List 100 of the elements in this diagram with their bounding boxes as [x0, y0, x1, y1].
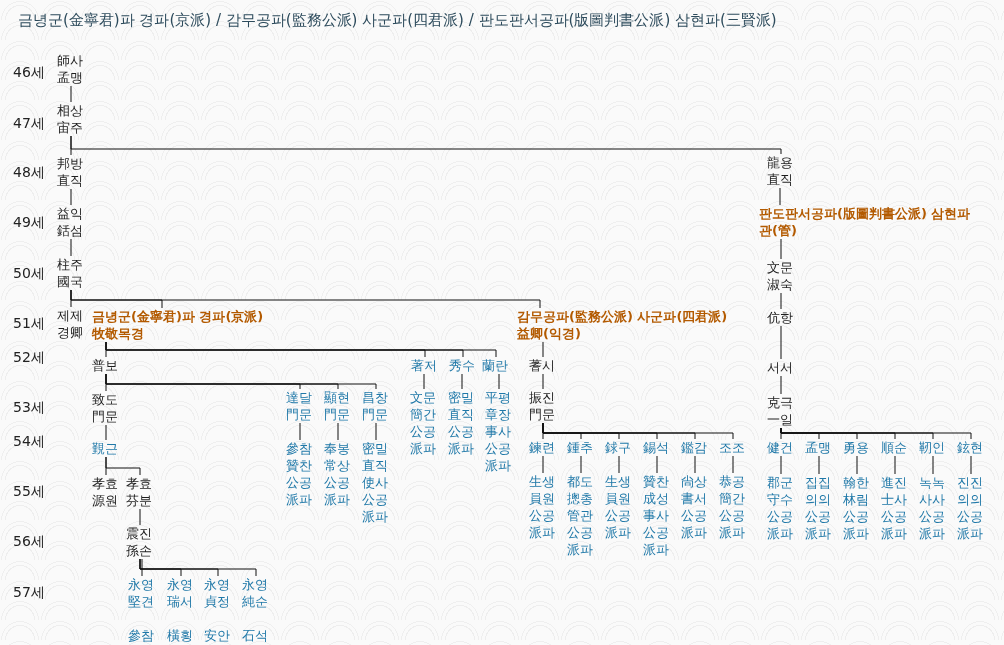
- generation-label: 51세: [13, 314, 45, 332]
- family-line: [780, 427, 972, 440]
- branch-name: 贊찬 成성 事사 公공 派파: [643, 473, 669, 558]
- branch-name: 參참 贊찬 公공 派파: [286, 440, 312, 508]
- family-line: [780, 455, 782, 475]
- branch-name: 恭공 簡간 公공 派파: [719, 473, 745, 541]
- family-line: [542, 373, 544, 390]
- person-name: 伉항: [767, 309, 793, 326]
- family-line: [970, 455, 972, 475]
- descendant-name: 著저: [411, 357, 437, 374]
- generation-label: 50세: [13, 264, 45, 282]
- descendant-name: 參참: [128, 627, 154, 644]
- descendant-name: 蘭란: [482, 357, 508, 374]
- generation-label: 56세: [13, 532, 45, 550]
- generation-label: 52세: [13, 348, 45, 366]
- descendant-name: 健건: [767, 439, 793, 456]
- page-title: 금녕군(金寧君)파 경파(京派) / 감무공파(監務公派) 사군파(四君派) / 판도판서공파(版圖判書公派) 삼현파(三賢派): [18, 10, 777, 30]
- generation-label: 49세: [13, 213, 45, 231]
- family-line: [461, 373, 463, 390]
- generation-label: 57세: [13, 583, 45, 601]
- descendant-name: 조조: [719, 439, 745, 456]
- family-line: [894, 455, 896, 475]
- family-line: [139, 508, 141, 526]
- family-line: [70, 85, 72, 103]
- descendant-name: 孟맹: [805, 439, 831, 456]
- branch-name: 집집 의의 公공 派파: [805, 474, 831, 542]
- family-line: [932, 455, 934, 475]
- family-line: [70, 188, 72, 206]
- person-name: 孝효 芬분: [126, 475, 152, 509]
- descendant-name: 秀수: [449, 357, 475, 374]
- family-line: [618, 455, 620, 474]
- person-name: 제제 경卿: [57, 307, 83, 341]
- branch-name: 進진 士사 公공 派파: [881, 474, 907, 542]
- family-line: [732, 455, 734, 474]
- branch-name: 翰한 林림 公공 派파: [843, 474, 869, 542]
- branch-name: 尙상 書서 公공 派파: [681, 473, 707, 541]
- descendant-name: 鍊련: [529, 439, 555, 456]
- branch-title: 감무공파(監務公派) 사군파(四君派): [517, 308, 728, 325]
- descendant-name: 達달 門문: [286, 389, 312, 423]
- descendant-name: 鉉현: [957, 439, 983, 456]
- person-name: 文문 淑숙: [767, 259, 793, 293]
- generation-label: 48세: [13, 163, 45, 181]
- family-line: [299, 422, 301, 441]
- branch-name: 奉봉 常상 公공 派파: [324, 440, 350, 508]
- family-line: [780, 292, 782, 310]
- person-name: 孝효 源원: [92, 475, 118, 509]
- family-line: [70, 289, 541, 309]
- descendant-name: 橫횡: [167, 627, 193, 644]
- descendant-name: 昌창 門문: [362, 389, 388, 423]
- family-line: [423, 373, 425, 390]
- person-name: 서서: [767, 359, 793, 376]
- branch-title: 금녕군(金寧君)파 경파(京派): [92, 308, 264, 325]
- person-name: 柱주 國국: [57, 256, 83, 290]
- descendant-name: 銶구: [605, 439, 631, 456]
- generation-label: 55세: [13, 482, 45, 500]
- branch-name: 平평 章장 事사 公공 派파: [485, 389, 511, 474]
- descendant-name: 永영 純순: [242, 576, 268, 610]
- descendant-name: 靭인: [919, 439, 945, 456]
- family-line: [780, 325, 782, 360]
- generation-label: 53세: [13, 398, 45, 416]
- person-name: 蓍시: [529, 357, 555, 374]
- descendant-name: 鍾추: [567, 439, 593, 456]
- family-line: [337, 422, 339, 441]
- descendant-name: 覲근: [92, 440, 118, 457]
- descendant-name: 永영 貞정: [204, 576, 230, 610]
- family-line: [498, 373, 500, 390]
- family-line: [542, 422, 734, 440]
- branch-name: 密밀 直직 公공 派파: [448, 389, 474, 457]
- ancestor-name: 관(管): [759, 222, 798, 239]
- generation-label: 47세: [13, 114, 45, 132]
- branch-name: 生생 員원 公공 派파: [529, 473, 555, 541]
- ancestor-name: 牧敬목경: [92, 325, 145, 342]
- family-line: [70, 238, 72, 257]
- generation-label: 54세: [13, 432, 45, 450]
- person-name: 相상 宙주: [57, 102, 83, 136]
- person-name: 振진 門문: [529, 389, 555, 423]
- family-line: [856, 455, 858, 475]
- descendant-name: 顯현 門문: [324, 389, 350, 423]
- generation-label: 46세: [13, 63, 45, 81]
- person-name: 邦방 直직: [57, 155, 83, 189]
- person-name: 克극 一일: [767, 394, 793, 428]
- family-line: [141, 558, 143, 577]
- family-line: [580, 455, 582, 474]
- descendant-name: 安안: [204, 627, 230, 644]
- family-line: [139, 558, 257, 577]
- descendant-name: 石석: [242, 627, 268, 644]
- descendant-name: 永영 堅견: [128, 576, 154, 610]
- family-line: [818, 455, 820, 475]
- family-line: [105, 424, 107, 441]
- descendant-name: 順순: [881, 439, 907, 456]
- descendant-name: 勇용: [843, 439, 869, 456]
- branch-name: 生생 員원 公공 派파: [605, 473, 631, 541]
- family-line: [694, 455, 696, 474]
- family-line: [542, 341, 544, 358]
- person-name: 益익 銛섬: [57, 205, 83, 239]
- family-line: [375, 422, 377, 441]
- person-name: 致도 門문: [92, 391, 118, 425]
- family-line: [780, 375, 782, 395]
- person-name: 師사 孟맹: [57, 52, 83, 86]
- ancestor-name: 益卿(익경): [517, 325, 582, 342]
